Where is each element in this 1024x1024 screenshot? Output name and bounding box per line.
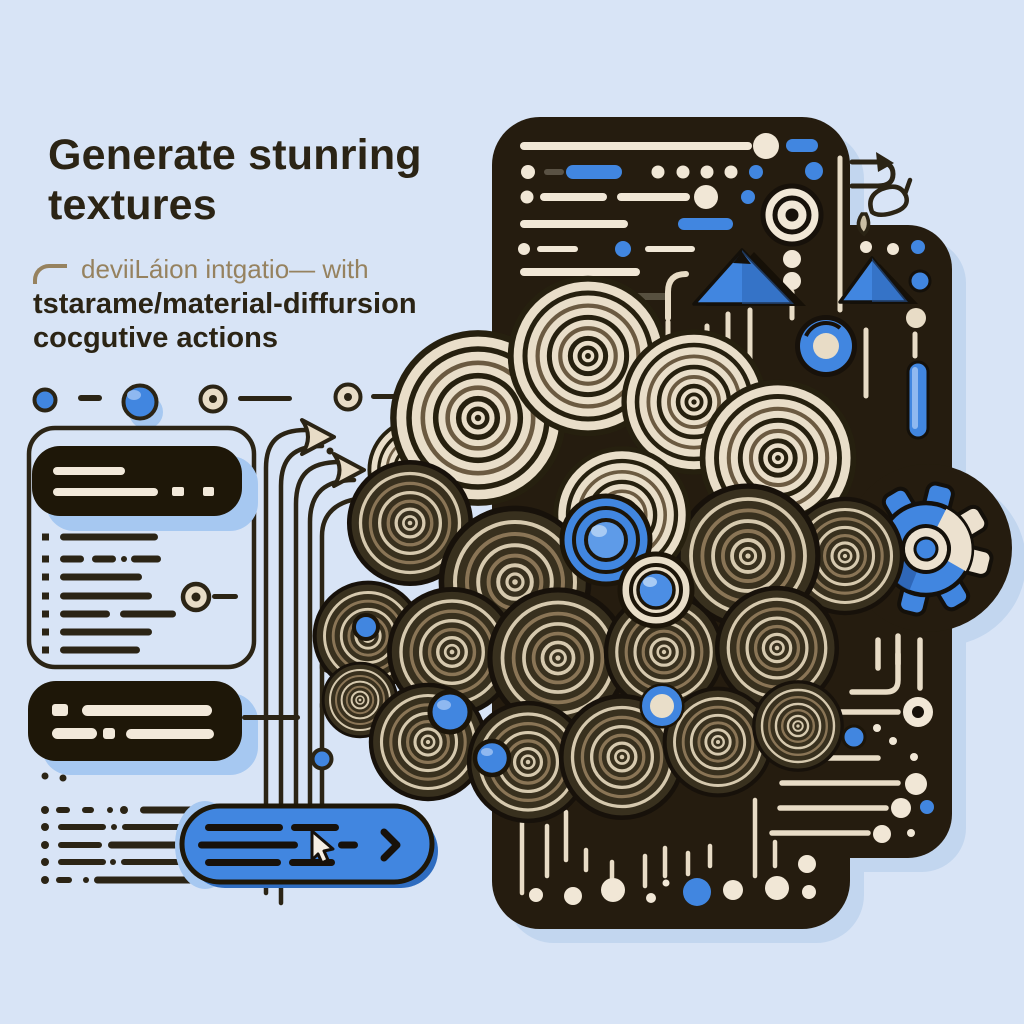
tagline-text: deviiLáion intgatio— with	[81, 254, 369, 284]
circuit-traces	[769, 633, 923, 836]
title-line-1: Generate stunring	[48, 131, 422, 179]
code-card-outline	[26, 425, 257, 670]
cta-button[interactable]	[175, 801, 438, 889]
chevron-blob-icon	[300, 418, 336, 456]
tagline-row: deviiLáion intgatio— with	[33, 254, 369, 285]
flow-node-dot	[310, 747, 334, 771]
subtitle-line-1: tstarame/material-diffursion	[33, 288, 417, 320]
page-title: Generate stunring textures	[48, 130, 422, 230]
code-card-1	[32, 446, 258, 531]
hook-icon	[665, 271, 689, 321]
code-card-2	[28, 681, 300, 782]
texture-cloud	[315, 279, 902, 821]
hanging-dots	[529, 876, 789, 906]
code-list	[42, 533, 176, 654]
node-dots-row	[32, 382, 428, 429]
chevron-blob-icons	[300, 418, 366, 488]
curve-bracket-icon	[33, 264, 67, 284]
circuit-nodes	[798, 697, 934, 899]
ribbon-swoosh-icon	[856, 177, 913, 237]
subtitle-line-2: cocgutive actions	[33, 322, 278, 354]
list-node-icon	[180, 581, 238, 613]
bullseye-icon	[760, 183, 824, 290]
panel-code-lines	[518, 133, 823, 300]
chevron-blob-icon	[332, 452, 366, 488]
spiral-icon	[795, 315, 857, 377]
cursor-icon	[310, 829, 335, 865]
cta-code-dashes	[198, 824, 358, 866]
title-line-2: textures	[48, 181, 217, 229]
mountain-icons	[692, 248, 918, 306]
arrow-loop-icon	[849, 152, 896, 189]
cloud-blue-nodes	[352, 493, 867, 778]
chevron-right-icon	[380, 828, 401, 862]
panel-extension-content	[860, 240, 932, 440]
tiny-dot	[326, 447, 334, 455]
